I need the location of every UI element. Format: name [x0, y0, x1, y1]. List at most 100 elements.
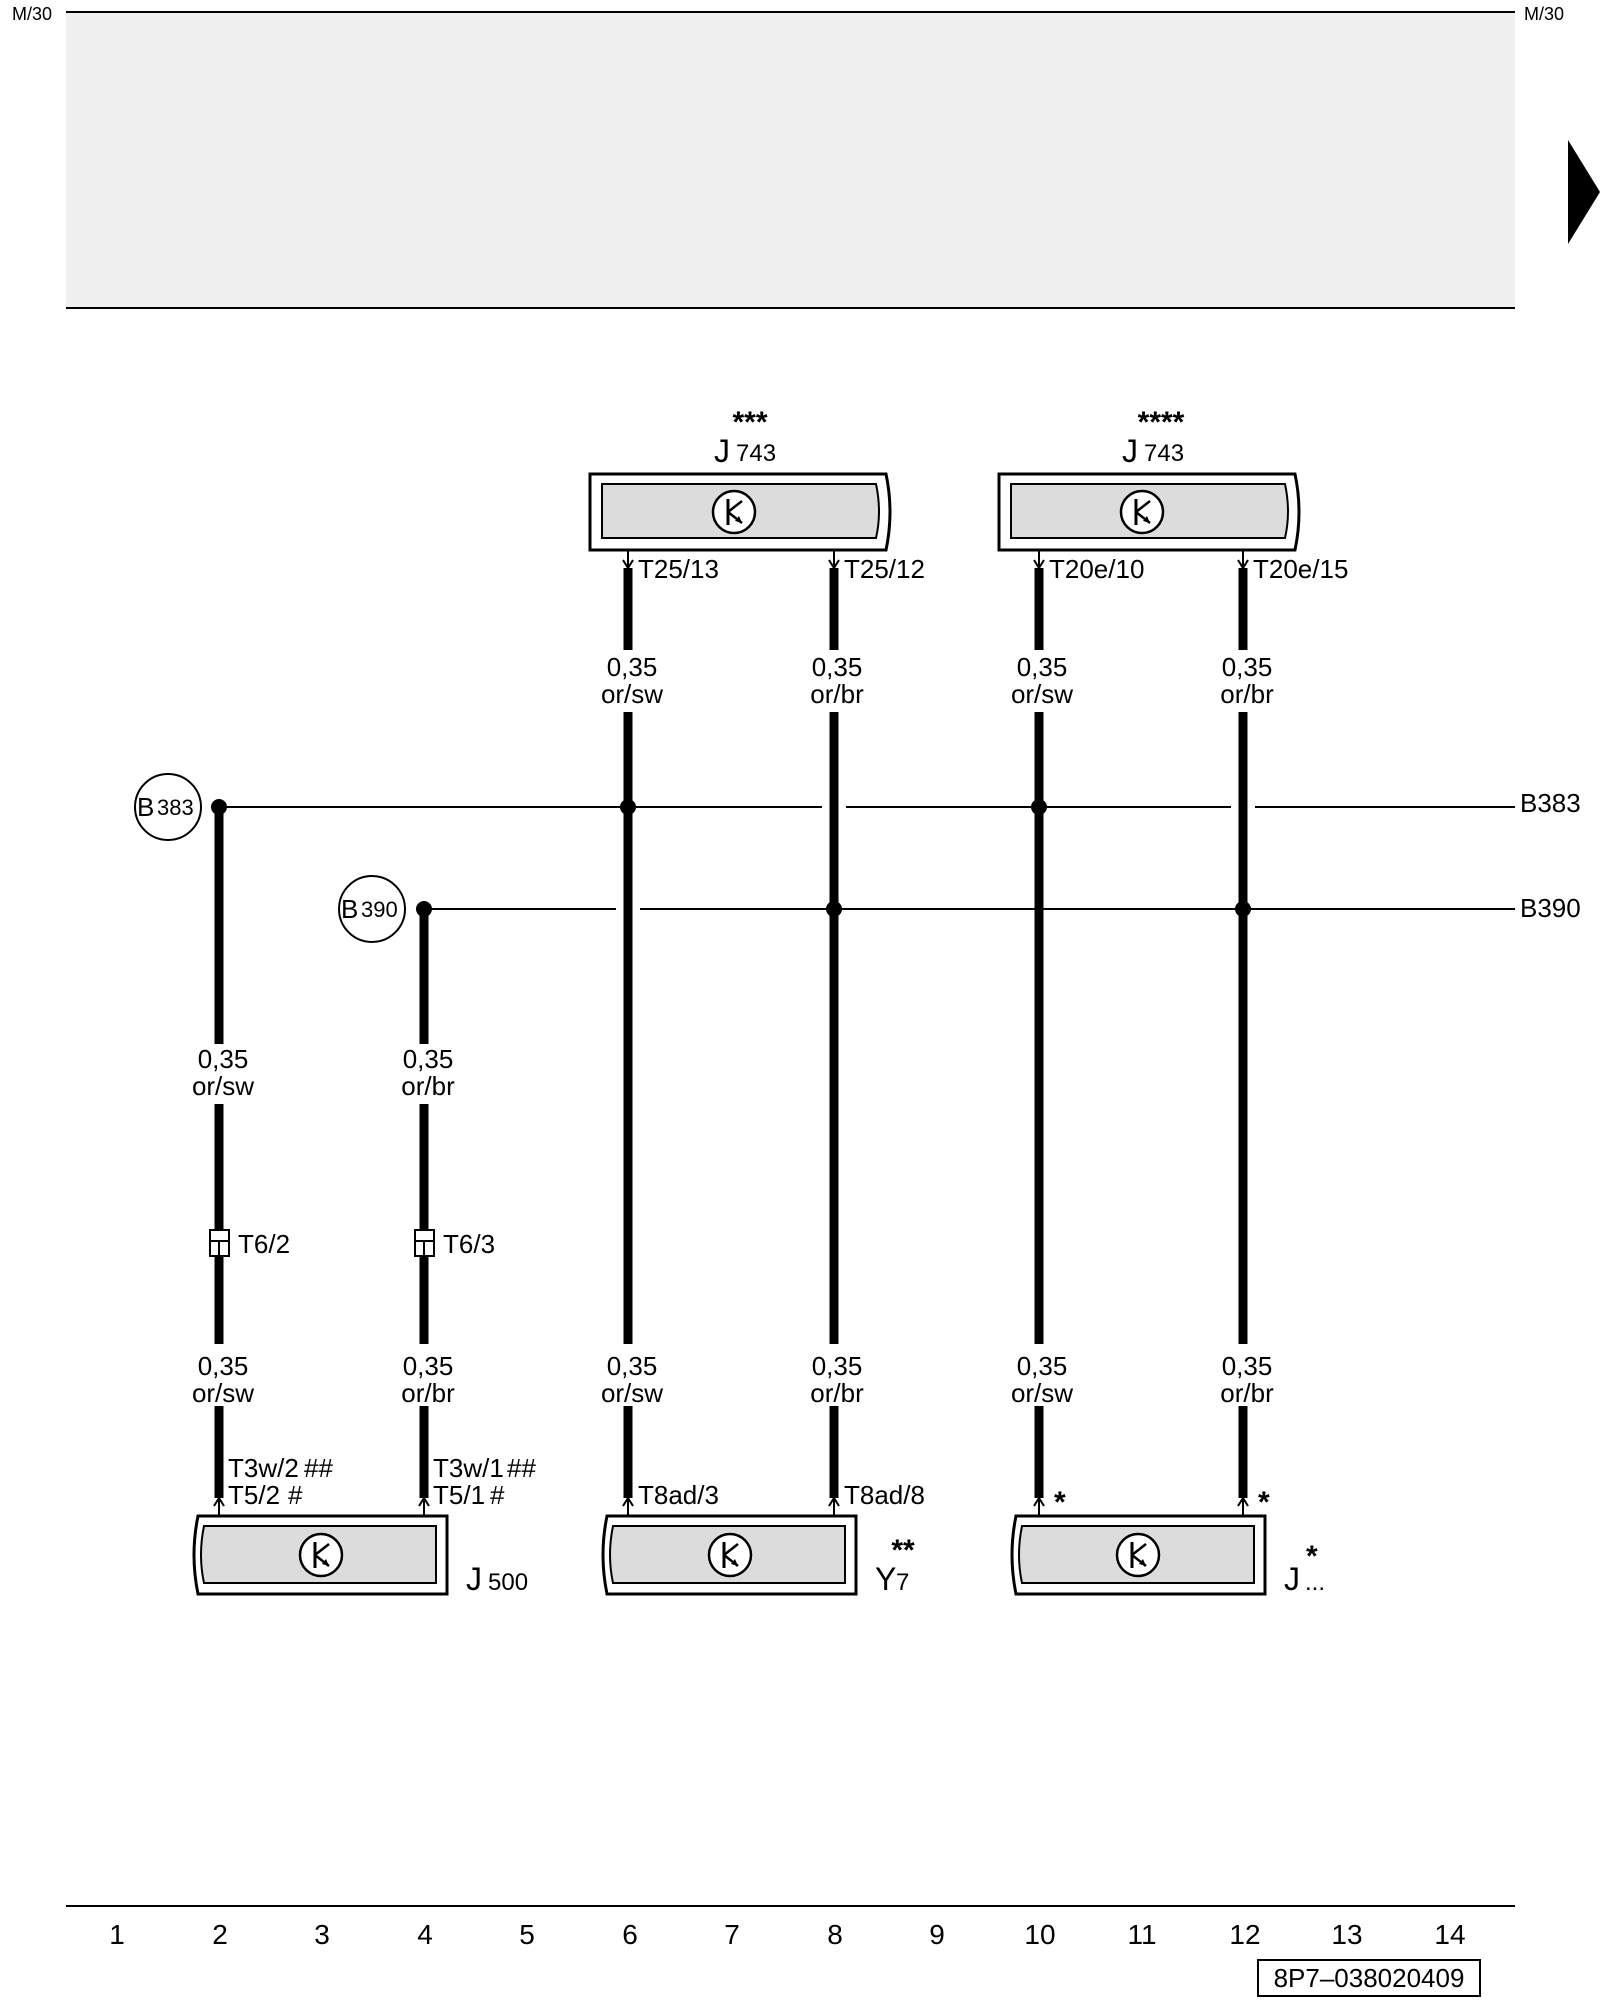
- wire-label-size: 0,35: [1017, 1351, 1068, 1381]
- j743b-stars: ****: [1138, 406, 1185, 439]
- pin-t25-13: T25/13: [638, 554, 719, 584]
- pin-t8ad-3: T8ad/3: [638, 1480, 719, 1510]
- y7-number: 7: [896, 1569, 909, 1596]
- j743a-stars: ***: [732, 406, 767, 439]
- wire-label-size: 0,35: [198, 1044, 249, 1074]
- splice-b390-letter: B: [341, 894, 358, 924]
- controller-y7: [601, 1514, 858, 1596]
- splice-b390-number: 390: [361, 897, 398, 922]
- controller-j743-b: [997, 472, 1301, 552]
- wire-label-color: or/sw: [1011, 679, 1073, 709]
- pin-t25-12: T25/12: [844, 554, 925, 584]
- pin-star-right: *: [1258, 1486, 1270, 1519]
- pin-t3w-2-mark: ##: [304, 1453, 333, 1483]
- diagram-code: 8P7–038020409: [1274, 1963, 1465, 1993]
- wire-label-size: 0,35: [403, 1351, 454, 1381]
- bus-b383-ref: B383: [1520, 788, 1581, 818]
- wire-label-color: or/sw: [192, 1378, 254, 1408]
- y7-letter: Y: [875, 1561, 896, 1597]
- j500-letter: J: [466, 1561, 482, 1597]
- header-panel: [66, 12, 1515, 308]
- diagram-code-box: [1257, 1959, 1481, 1997]
- corner-ref-right: M/30: [1524, 4, 1564, 24]
- wire-label-color: or/sw: [601, 1378, 663, 1408]
- grid-number: 10: [1024, 1919, 1055, 1950]
- bus-b390-ref: B390: [1520, 893, 1581, 923]
- wire-label-size: 0,35: [1017, 652, 1068, 682]
- grid-number: 12: [1229, 1919, 1260, 1950]
- wire-label-size: 0,35: [1222, 652, 1273, 682]
- grid-number: 7: [724, 1919, 740, 1950]
- splice-b390-badge: [338, 875, 406, 943]
- wire-label-size: 0,35: [607, 652, 658, 682]
- connector-t6-3-icon: [414, 1229, 435, 1257]
- wire-label-size: 0,35: [812, 652, 863, 682]
- grid-number: 4: [417, 1919, 433, 1950]
- grid-number: 14: [1434, 1919, 1465, 1950]
- pin-t20e-15: T20e/15: [1253, 554, 1348, 584]
- wire-label-color: or/sw: [192, 1071, 254, 1101]
- controller-icon: [1119, 489, 1165, 535]
- wire-label-color: or/br: [401, 1378, 455, 1408]
- wire-label-size: 0,35: [812, 1351, 863, 1381]
- wire-label-color: or/br: [810, 1378, 864, 1408]
- grid-number: 11: [1127, 1919, 1156, 1950]
- pin-t5-2: T5/2: [228, 1480, 280, 1510]
- wire-label-color: or/br: [1220, 1378, 1274, 1408]
- controller-j500: [192, 1514, 449, 1596]
- controller-j743-a: [588, 472, 892, 552]
- jx-number: ...: [1305, 1569, 1325, 1596]
- controller-icon: [707, 1532, 753, 1578]
- jx-letter: J: [1284, 1561, 1300, 1597]
- splice-b383-badge: [134, 773, 202, 841]
- controller-icon: [1115, 1532, 1161, 1578]
- controller-icon: [711, 489, 757, 535]
- wire-label-size: 0,35: [1222, 1351, 1273, 1381]
- pin-t5-1: T5/1: [433, 1480, 485, 1510]
- wire-label-color: or/br: [401, 1071, 455, 1101]
- grid-number: 9: [929, 1919, 945, 1950]
- pin-star-left: *: [1054, 1486, 1066, 1519]
- splice-dots: [211, 799, 1251, 917]
- wire-label-color: or/br: [1220, 679, 1274, 709]
- grid-number: 13: [1331, 1919, 1362, 1950]
- controller-j-unknown: [1010, 1514, 1267, 1596]
- y7-stars: **: [891, 1534, 915, 1567]
- pin-t3w-1-mark: ##: [507, 1453, 536, 1483]
- jx-star: *: [1306, 1540, 1318, 1573]
- j743b-letter: J: [1122, 433, 1138, 469]
- connector-t6-2-label: T6/2: [238, 1229, 290, 1259]
- wire-label-size: 0,35: [198, 1351, 249, 1381]
- grid-numbers: 1 2 3 4 5 6 7 8 9 10 11 12 13 14: [109, 1919, 1465, 1950]
- grid-number: 6: [622, 1919, 638, 1950]
- grid-number: 2: [212, 1919, 228, 1950]
- splice-b383-letter: B: [137, 792, 154, 822]
- pin-t5-1-mark: #: [490, 1480, 505, 1510]
- controller-icon: [298, 1532, 344, 1578]
- grid-number: 3: [314, 1919, 330, 1950]
- grid-number: 1: [109, 1919, 125, 1950]
- pin-t5-2-mark: #: [288, 1480, 303, 1510]
- grid-number: 8: [827, 1919, 843, 1950]
- pin-t3w-2: T3w/2: [228, 1453, 299, 1483]
- pin-t8ad-8: T8ad/8: [844, 1480, 925, 1510]
- connector-t6-3-label: T6/3: [443, 1229, 495, 1259]
- wire-label-color: or/sw: [1011, 1378, 1073, 1408]
- wire-label-color: or/br: [810, 679, 864, 709]
- next-page-arrow-icon[interactable]: [1568, 140, 1600, 244]
- wire-label-size: 0,35: [607, 1351, 658, 1381]
- j500-number: 500: [488, 1569, 528, 1596]
- j743a-letter: J: [714, 433, 730, 469]
- grid-number: 5: [519, 1919, 535, 1950]
- pin-t20e-10: T20e/10: [1049, 554, 1144, 584]
- wires: [214, 568, 1248, 1498]
- connector-t6-2-icon: [209, 1229, 230, 1257]
- splice-b383-number: 383: [157, 795, 194, 820]
- wire-label-size: 0,35: [403, 1044, 454, 1074]
- pin-t3w-1: T3w/1: [433, 1453, 504, 1483]
- j743a-number: 743: [736, 440, 776, 467]
- corner-ref-left: M/30: [12, 4, 52, 24]
- pin-markers-bottom: [213, 1496, 1249, 1516]
- wire-label-color: or/sw: [601, 679, 663, 709]
